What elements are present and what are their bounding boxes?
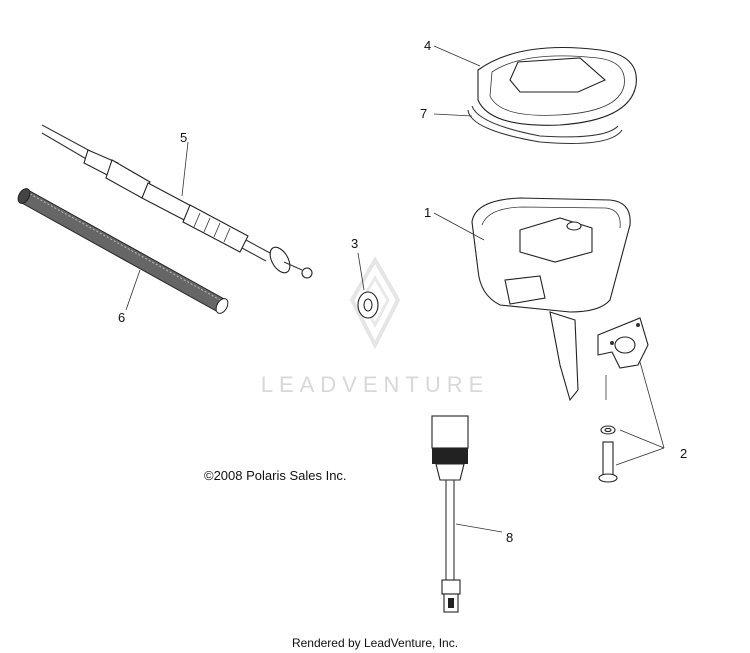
callout-3: 3 [351, 236, 358, 251]
footer-credit: Rendered by LeadVenture, Inc. [291, 636, 459, 650]
washer-part-3 [357, 291, 379, 319]
clamp-part-2 [597, 317, 649, 483]
harness-part-8 [431, 415, 469, 613]
gasket-part-7 [467, 105, 623, 144]
callout-2: 2 [680, 446, 687, 461]
callout-8: 8 [506, 530, 513, 545]
sleeve-part-6 [17, 188, 229, 314]
copyright-text: ©2008 Polaris Sales Inc. [204, 468, 347, 483]
leader-lines [125, 45, 665, 533]
callout-7: 7 [420, 106, 427, 121]
cover-part-4 [477, 46, 637, 126]
callout-1: 1 [424, 205, 431, 220]
cable-part-5 [41, 124, 313, 279]
housing-part-1 [471, 197, 631, 402]
watermark-text: LEADVENTURE [260, 372, 490, 397]
callout-5: 5 [180, 130, 187, 145]
callout-4: 4 [424, 38, 431, 53]
callout-6: 6 [118, 310, 125, 325]
